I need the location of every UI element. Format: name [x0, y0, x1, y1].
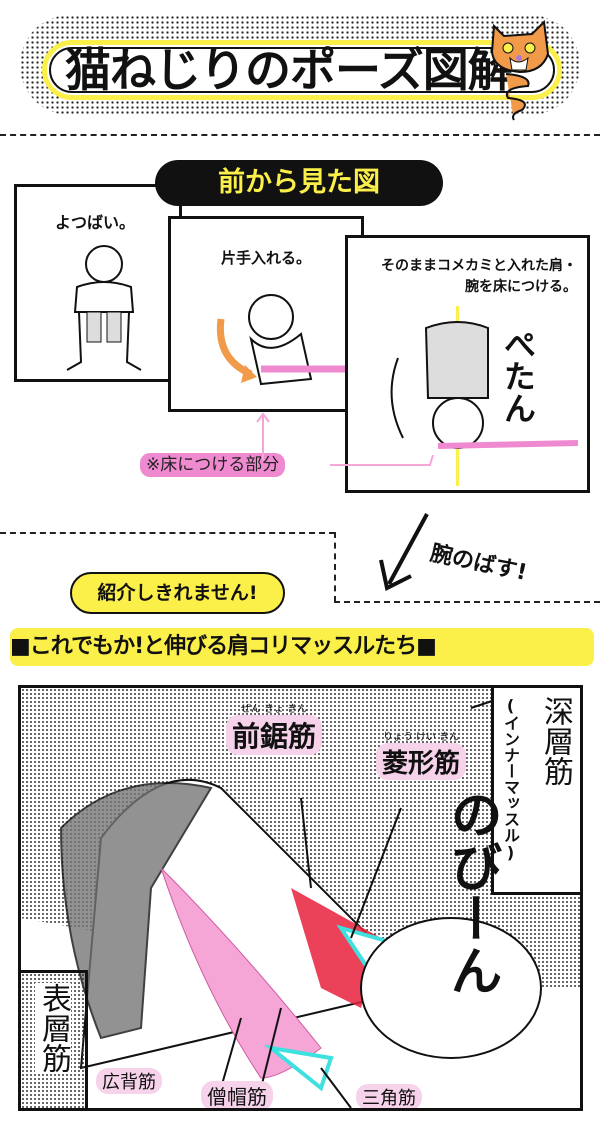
floor-note: ※床につける部分	[140, 453, 286, 477]
section-divider	[0, 532, 335, 534]
speech-bubble: 紹介しきれません!	[70, 572, 285, 614]
muscle-name: 菱形筋	[376, 743, 467, 780]
arm-note: 腕のばす!	[427, 541, 530, 586]
stretch-illustration	[21, 697, 580, 1108]
muscle-label-latissimus: 広背筋	[96, 1068, 162, 1094]
surface-layer-label: 表層筋	[35, 983, 71, 1073]
step-panel-2: 片手入れる。	[168, 216, 364, 412]
front-view-label: 前から見た図	[155, 160, 443, 206]
cat-mascot-icon	[490, 19, 550, 121]
muscle-label-serratus: ぜん きょ きん 前鋸筋	[226, 700, 323, 755]
kneeling-figure-icon	[66, 245, 142, 371]
section-divider	[334, 601, 600, 603]
arm-stretch-arrow-icon	[379, 513, 429, 591]
page-title: 猫ねじりのポーズ図解	[65, 43, 514, 97]
deep-layer-box: 深層筋 (インナーマッスル)	[491, 688, 580, 895]
deep-layer-label: 深層筋	[538, 696, 573, 786]
muscle-panel: 深層筋 (インナーマッスル) 表層筋 のびーん ぜん きょ きん 前鋸筋 りょう…	[18, 685, 583, 1111]
sfx-peta: ぺたん	[499, 328, 537, 424]
step-caption: そのままコメカミと入れた肩・腕を床につける。	[381, 258, 577, 295]
ruby: りょう けい きん	[382, 732, 460, 743]
step-panel-1: よつばい。	[14, 184, 182, 382]
ruby: ぜん きょ きん	[240, 704, 308, 715]
threading-arm-figure-icon	[216, 294, 351, 386]
step-panel-3: そのままコメカミと入れた肩・腕を床につける。 ぺたん	[345, 235, 590, 493]
step-caption: 片手入れる。	[221, 249, 312, 267]
sfx-nobiin: のびーん	[441, 788, 501, 996]
section-divider	[334, 532, 336, 602]
deep-layer-sub: (インナーマッスル)	[501, 696, 520, 862]
section-divider	[0, 134, 600, 136]
floor-note-arrows	[256, 412, 434, 466]
muscle-name: 前鋸筋	[226, 715, 323, 755]
muscle-label-deltoid: 三角筋	[356, 1084, 422, 1108]
shoulder-down-figure-icon	[390, 321, 578, 449]
title-banner	[42, 40, 562, 100]
muscle-label-rhomboid: りょう けい きん 菱形筋	[376, 728, 467, 780]
step-caption: よつばい。	[55, 213, 136, 232]
muscle-label-trapezius: 僧帽筋	[201, 1081, 273, 1108]
muscles-heading: ■これでもか!と伸びる肩コリマッスルたち■	[10, 628, 594, 666]
surface-layer-box: 表層筋	[21, 970, 88, 1108]
